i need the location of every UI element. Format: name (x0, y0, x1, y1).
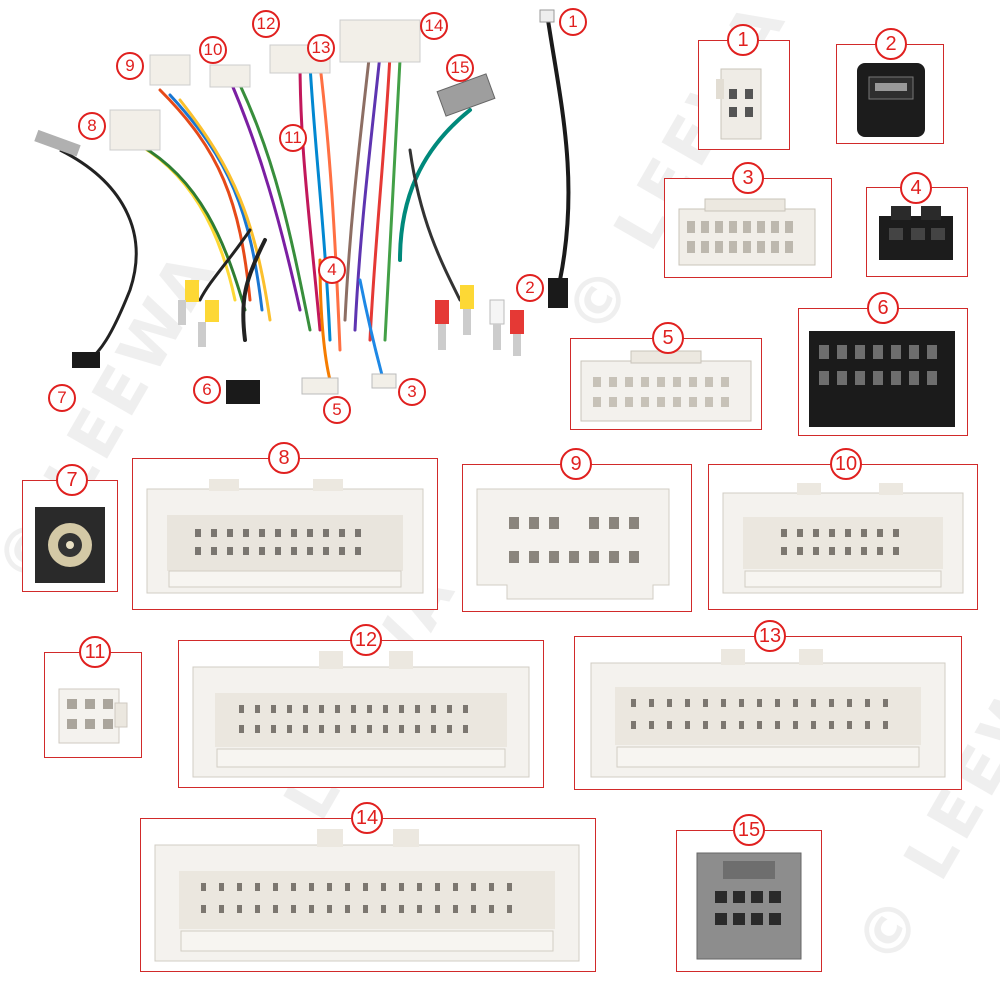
connector-badge-1-photo: 1 (559, 8, 587, 36)
connector-badge-12-photo: 12 (252, 10, 280, 38)
connector-4-image (879, 206, 953, 260)
connector-badge-4-photo: 4 (318, 256, 346, 284)
connector-box-14 (140, 818, 596, 972)
connector-badge-8: 8 (268, 442, 300, 474)
connector-box-3 (664, 178, 832, 278)
wiring-harness (34, 9, 571, 404)
connector-6-image (809, 331, 955, 427)
connector-8-image (146, 479, 424, 594)
connector-badge-9-photo: 9 (116, 52, 144, 80)
connector-badge-8-photo: 8 (78, 112, 106, 140)
connector-badge-7: 7 (56, 464, 88, 496)
connector-10-image (722, 483, 964, 594)
connector-11-image (58, 688, 128, 744)
connector-13-image (590, 649, 946, 778)
connector-badge-9: 9 (560, 448, 592, 480)
connector-badge-2-photo: 2 (516, 274, 544, 302)
connector-badge-11: 11 (79, 636, 111, 668)
connector-badge-7-photo: 7 (48, 384, 76, 412)
connector-badge-12: 12 (350, 624, 382, 656)
connector-badge-1: 1 (727, 24, 759, 56)
connector-15-image (696, 852, 802, 960)
connector-box-5 (570, 338, 762, 430)
connector-badge-4: 4 (900, 172, 932, 204)
connector-badge-14: 14 (351, 802, 383, 834)
connector-badge-3-photo: 3 (398, 378, 426, 406)
connector-box-12 (178, 640, 544, 788)
connector-box-4 (866, 187, 968, 277)
connector-badge-13: 13 (754, 620, 786, 652)
connector-box-6 (798, 308, 968, 436)
connector-badge-6-photo: 6 (193, 376, 221, 404)
connector-7-image (35, 507, 105, 583)
connector-box-10 (708, 464, 978, 610)
connector-2-image (857, 63, 925, 137)
connector-box-9 (462, 464, 692, 612)
connector-badge-11-photo: 11 (279, 124, 307, 152)
connector-box-2 (836, 44, 944, 144)
connector-1-image (716, 68, 762, 140)
connector-badge-2: 2 (875, 28, 907, 60)
connector-badge-6: 6 (867, 292, 899, 324)
connector-box-7 (22, 480, 118, 592)
connector-box-15 (676, 830, 822, 972)
connector-badge-3: 3 (732, 162, 764, 194)
connector-box-13 (574, 636, 962, 790)
connector-box-1 (698, 40, 790, 150)
connector-badge-10: 10 (830, 448, 862, 480)
connector-box-8 (132, 458, 438, 610)
connector-badge-5-photo: 5 (323, 396, 351, 424)
connector-3-image (678, 198, 816, 266)
connector-14-image (154, 829, 580, 962)
connector-badge-5: 5 (652, 322, 684, 354)
connector-5-image (580, 350, 752, 422)
connector-badge-15-photo: 15 (446, 54, 474, 82)
connector-12-image (192, 651, 530, 778)
connector-badge-14-photo: 14 (420, 12, 448, 40)
connector-badge-15: 15 (733, 814, 765, 846)
connector-badge-10-photo: 10 (199, 36, 227, 64)
connector-badge-13-photo: 13 (307, 34, 335, 62)
connector-9-image (476, 488, 670, 600)
